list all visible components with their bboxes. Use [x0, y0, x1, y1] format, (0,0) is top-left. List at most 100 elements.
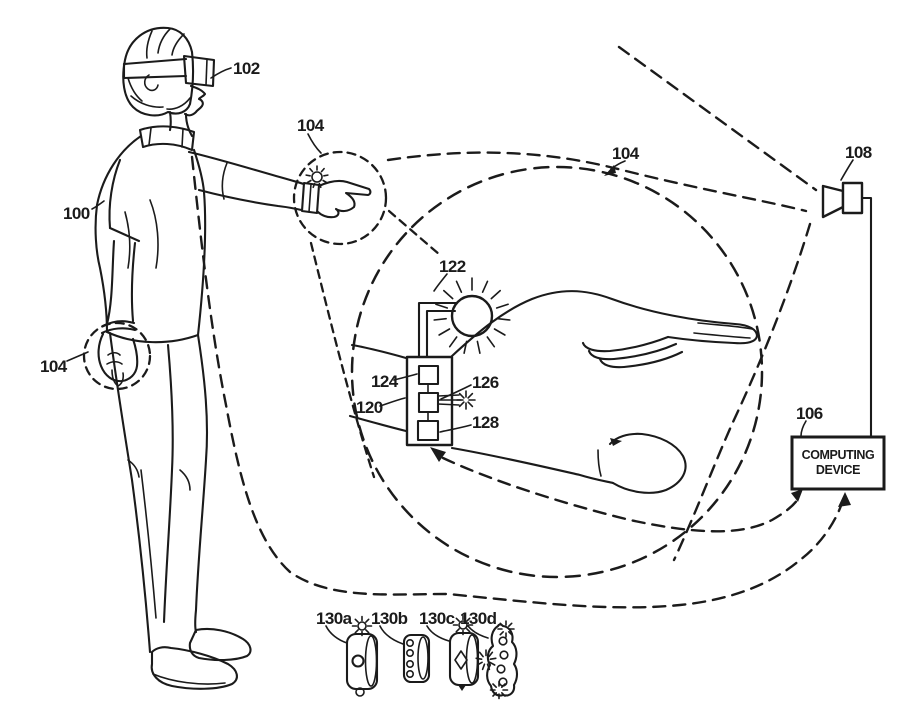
ref-label-128: 128	[472, 413, 499, 432]
hmd-strap-top	[122, 57, 188, 66]
ref-label-122: 122	[439, 257, 466, 276]
person-figure	[94, 26, 372, 690]
callout-tangent-left	[309, 241, 376, 479]
band-b-body	[402, 633, 431, 684]
band-d-led-left-rays	[475, 649, 497, 671]
band-b-dot-2	[405, 648, 414, 657]
sensor-fov-sweep-line	[386, 151, 808, 213]
person-ear	[143, 74, 159, 92]
mag-finger-line-1	[697, 322, 753, 330]
sensor-cone	[821, 184, 845, 219]
sensor-body	[841, 181, 864, 215]
shirt-hem	[105, 330, 200, 344]
band-c-body	[448, 631, 480, 687]
band-component-128	[416, 419, 440, 442]
band-a-led	[357, 621, 367, 631]
front-leg-front	[194, 333, 209, 634]
leader-104-hand	[307, 133, 322, 154]
mag-thumb	[608, 432, 687, 494]
arrowhead-into-computer-corner	[791, 489, 803, 502]
knee-fold-2	[127, 459, 140, 478]
mag-curled-finger-2	[587, 342, 678, 361]
band-d-dot-1	[498, 636, 508, 646]
band-d-body	[486, 623, 519, 697]
shoe-back	[150, 646, 238, 690]
led-rays	[433, 277, 511, 355]
leader-130c	[426, 625, 450, 642]
computing-device: COMPUTING DEVICE	[790, 435, 886, 491]
ref-label-130a: 130a	[316, 609, 353, 628]
ref-label-106: 106	[796, 404, 823, 423]
ref-label-130b: 130b	[371, 609, 408, 628]
shoe-back-sole	[152, 673, 226, 685]
mag-curled-finger-1	[581, 335, 670, 353]
band-b-dot-3	[405, 659, 414, 668]
left-bracelet-bottom	[100, 327, 137, 335]
hair-strand-2	[157, 28, 171, 54]
sensor-fov-upper-line	[617, 45, 818, 192]
sensor-fov-lower-line	[672, 222, 812, 562]
left-forearm-inner	[130, 241, 137, 323]
arrowhead-104-magnified	[604, 165, 616, 176]
ref-label-104-hand: 104	[297, 116, 325, 135]
band-d-led-top-rays	[497, 620, 515, 638]
computing-device-box	[790, 435, 886, 491]
left-sleeve-hem	[108, 226, 141, 243]
band-component-126	[417, 391, 440, 414]
right-sleeve-seam	[221, 162, 228, 200]
ref-label-100: 100	[63, 204, 90, 223]
magnified-hand	[348, 277, 759, 494]
band-a-dot	[351, 654, 365, 668]
arrowhead-into-band	[430, 447, 446, 462]
ref-label-120: 120	[356, 398, 383, 417]
leader-130d	[467, 625, 489, 639]
mag-hand-top	[450, 290, 759, 358]
person-back	[94, 134, 143, 334]
hair-strand-5	[166, 97, 191, 110]
hmd-to-computer-curve	[190, 155, 844, 609]
left-arm-outer	[108, 158, 122, 230]
pointing-hand-callout-circle	[292, 150, 388, 246]
person-face	[183, 84, 207, 117]
back-leg-inner	[140, 469, 157, 619]
ref-label-124: 124	[371, 372, 399, 391]
shirt-fold-1	[149, 199, 159, 269]
band-c-led	[458, 620, 468, 630]
leader-104-wrist	[66, 351, 89, 362]
right-arm-top	[187, 150, 306, 186]
mag-index-underside	[666, 335, 736, 345]
ref-label-130d: 130d	[460, 609, 497, 628]
mag-curled-finger-3	[598, 350, 684, 369]
hmd-goggles	[182, 54, 216, 88]
shirt-fold-2	[124, 211, 131, 269]
mag-forearm-bottom	[348, 414, 408, 433]
band-c-bottom-notch	[458, 685, 466, 691]
right-arm-bottom	[197, 188, 304, 212]
leader-108	[840, 159, 854, 181]
band-computer-curve	[441, 456, 802, 533]
mag-palm-bottom	[450, 446, 615, 485]
knee-fold-1	[179, 469, 191, 491]
person-neck-front	[184, 112, 194, 138]
led-conduit-outer	[417, 301, 458, 359]
band-d-dot-4	[498, 677, 508, 687]
ref-label-104-magnified: 104	[612, 144, 640, 163]
front-leg-back	[162, 343, 174, 624]
leader-124	[393, 373, 418, 381]
computing-device-line1: COMPUTING	[802, 448, 875, 462]
person-collar	[138, 125, 196, 152]
band-d-led-bottom-rays	[489, 680, 509, 700]
hair-strand-3	[171, 33, 185, 56]
mag-forearm-top	[350, 343, 408, 360]
ref-label-126: 126	[472, 373, 499, 392]
back-leg-front	[108, 331, 152, 654]
collar-fold-2	[181, 128, 184, 148]
reference-labels: 100 102 104 104 104 106 108 120 122 124 …	[40, 59, 872, 645]
hair-strand-4	[130, 95, 164, 108]
ref-label-104-wrist: 104	[40, 357, 68, 376]
leader-126	[440, 384, 472, 400]
emitter-beam-3	[437, 403, 460, 406]
band-c-diamond	[454, 650, 468, 670]
dashed-connections	[190, 45, 851, 609]
